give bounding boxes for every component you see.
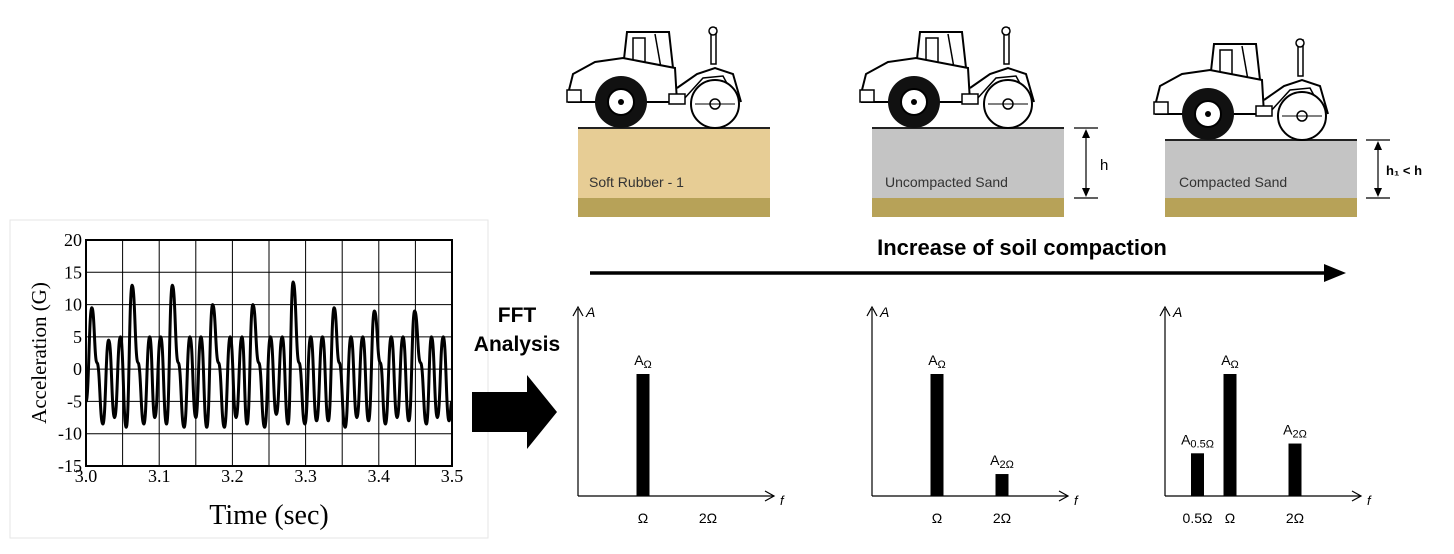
roller-compactor-icon <box>859 26 1035 129</box>
x-tick-label: 3.3 <box>294 466 317 486</box>
ground-layer-sand <box>872 128 1064 198</box>
time-plot-frame <box>9 219 489 539</box>
bar-label: AΩ <box>928 352 946 371</box>
ground-label: Soft Rubber - 1 <box>589 174 684 190</box>
spectrum-x-tick: 2Ω <box>1286 510 1304 526</box>
subsoil-layer <box>1165 198 1357 217</box>
spectrum-y-label: A <box>585 304 595 320</box>
scenario-compacted-sand: Compacted Sand h₁ < h <box>1153 38 1422 217</box>
fft-spectra: Af AΩ Ω 2Ω Af AΩ A2Ω Ω 2Ω Af A0.5Ω AΩ A2Ω 0.5Ω Ω 2Ω <box>572 304 1372 526</box>
spectrum-x-tick: 0.5Ω <box>1183 510 1213 526</box>
axis-arrow-icon <box>764 490 776 502</box>
compaction-arrow-label: Increase of soil compaction <box>877 235 1167 260</box>
y-tick-labels: 20 15 10 5 0 -5 -10 -15 <box>58 230 82 476</box>
spectrum-x-tick: Ω <box>1225 510 1235 526</box>
subsoil-layer <box>872 198 1064 217</box>
time-plot: 20 15 10 5 0 -5 -10 -15 3.0 3.1 3.2 3.3 3.4 3.5 Acce… <box>9 219 489 539</box>
spectrum-x-label: f <box>780 493 785 508</box>
x-tick-labels: 3.0 3.1 3.2 3.3 3.4 3.5 <box>75 466 464 486</box>
height-label: h <box>1100 157 1108 174</box>
axis-arrow-icon <box>1159 305 1171 317</box>
spectrum-bar <box>1223 374 1237 496</box>
spectrum-x-tick: 2Ω <box>993 510 1011 526</box>
bar-label: AΩ <box>1221 352 1239 371</box>
spectrum-1: Af AΩ Ω 2Ω <box>572 304 785 526</box>
x-tick-label: 3.4 <box>368 466 391 486</box>
fft-label-line2: Analysis <box>474 333 560 356</box>
scenario-soft-rubber: Soft Rubber - 1 <box>566 26 770 217</box>
spectrum-2: Af AΩ A2Ω Ω 2Ω <box>866 304 1079 526</box>
axis-arrow-icon <box>1351 490 1363 502</box>
x-tick-label: 3.0 <box>75 466 98 486</box>
y-tick-label: 10 <box>64 295 82 315</box>
subsoil-layer <box>578 198 770 217</box>
axis-arrow-icon <box>572 305 584 317</box>
height-dimension: h <box>1074 127 1108 199</box>
y-tick-label: -10 <box>58 424 82 444</box>
x-tick-label: 3.2 <box>221 466 244 486</box>
spectrum-x-label: f <box>1367 493 1372 508</box>
ground-layer-rubber <box>578 128 770 198</box>
y-tick-label: 5 <box>73 327 82 347</box>
fft-arrow-icon <box>472 375 557 449</box>
compaction-arrowhead-icon <box>1324 264 1346 282</box>
ground-label: Uncompacted Sand <box>885 174 1008 190</box>
spectrum-x-label: f <box>1074 493 1079 508</box>
roller-compactor-icon <box>1153 38 1329 141</box>
y-axis-label: Acceleration (G) <box>27 282 51 424</box>
x-tick-label: 3.5 <box>441 466 464 486</box>
spectrum-3: Af A0.5Ω AΩ A2Ω 0.5Ω Ω 2Ω <box>1159 304 1372 526</box>
spectrum-x-tick: Ω <box>638 510 648 526</box>
spectrum-bar <box>995 474 1009 496</box>
y-tick-label: -5 <box>67 391 82 411</box>
acceleration-series-line <box>86 280 452 429</box>
bar-label: AΩ <box>634 352 652 371</box>
height-dimension: h₁ < h <box>1366 139 1422 199</box>
ground-label: Compacted Sand <box>1179 174 1287 190</box>
spectrum-y-label: A <box>879 304 889 320</box>
spectrum-bar <box>1288 443 1302 496</box>
y-tick-label: 20 <box>64 230 82 250</box>
time-plot-axes-box <box>85 239 453 467</box>
fft-label-line1: FFT <box>498 304 537 327</box>
y-tick-label: -15 <box>58 456 82 476</box>
spectrum-x-tick: Ω <box>932 510 942 526</box>
spectrum-bar <box>930 374 944 496</box>
scenario-uncompacted-sand: Uncompacted Sand h <box>859 26 1108 217</box>
axis-arrow-icon <box>866 305 878 317</box>
x-tick-label: 3.1 <box>148 466 171 486</box>
spectrum-y-label: A <box>1172 304 1182 320</box>
spectrum-x-tick: 2Ω <box>699 510 717 526</box>
spectrum-bar <box>1191 453 1204 496</box>
spectrum-bar <box>636 374 650 496</box>
bar-label: A0.5Ω <box>1181 431 1214 450</box>
axis-arrow-icon <box>1058 490 1070 502</box>
height-label: h₁ < h <box>1386 163 1422 178</box>
roller-compactor-icon <box>566 26 742 129</box>
bar-label: A2Ω <box>1283 422 1307 441</box>
ground-layer-sand <box>1165 140 1357 198</box>
y-tick-label: 15 <box>64 262 82 282</box>
bar-label: A2Ω <box>990 452 1014 471</box>
y-tick-label: 0 <box>73 359 82 379</box>
x-axis-label: Time (sec) <box>209 500 329 531</box>
